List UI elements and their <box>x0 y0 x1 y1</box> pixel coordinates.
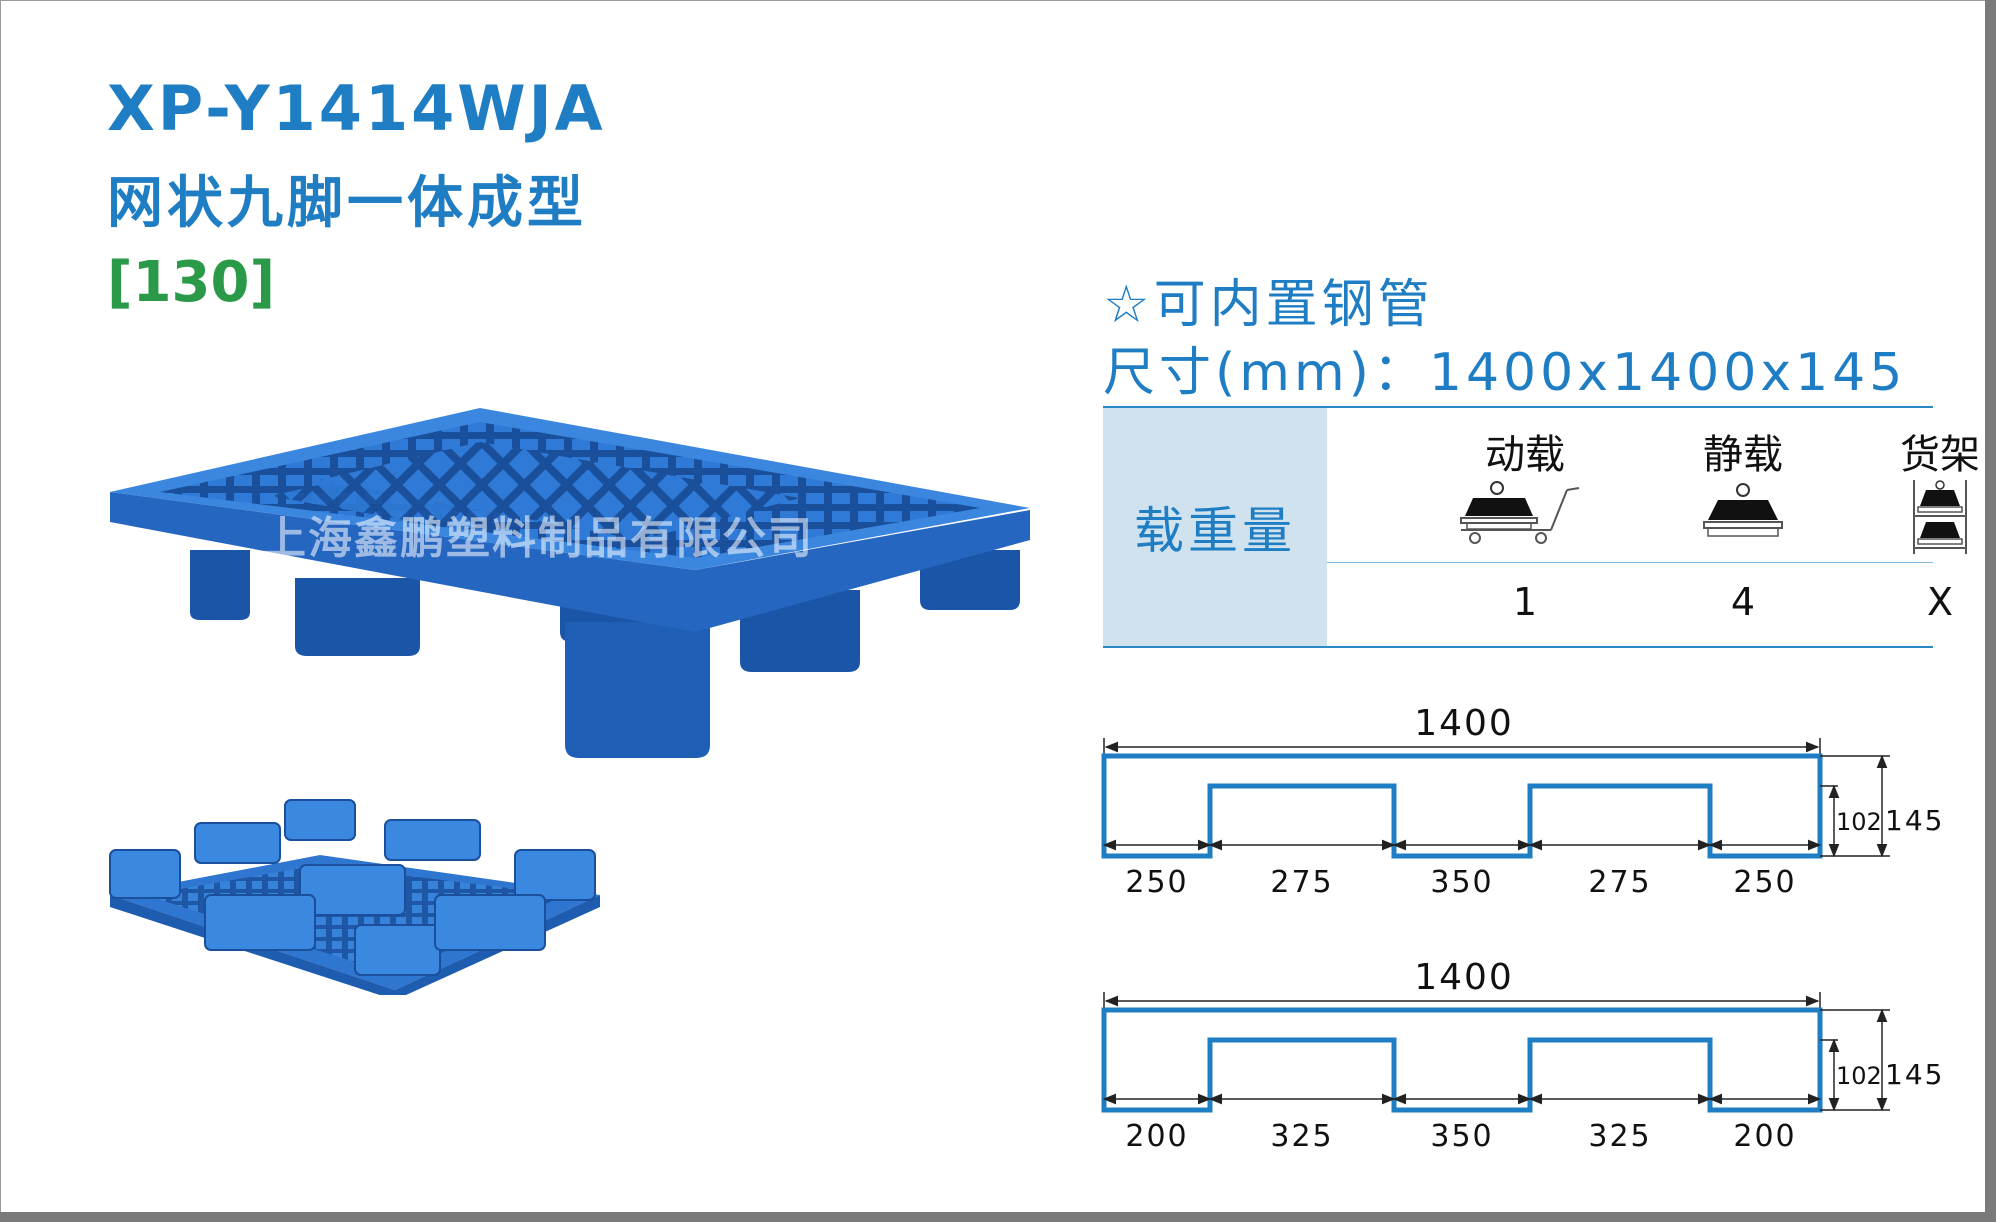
company-watermark: 上海鑫鹏塑料制品有限公司 <box>262 513 814 564</box>
rack-load-icon <box>1913 480 1967 554</box>
segment-label: 325 <box>1588 1119 1651 1154</box>
size-text: 尺寸(mm)：1400x1400x145 <box>1103 343 1907 403</box>
segment-label: 275 <box>1588 865 1651 900</box>
load-capacity-table: 载重量 动载 1 静载 4 货架 <box>1103 406 1980 648</box>
total-width-label: 1400 <box>1414 957 1514 998</box>
product-code: [130] <box>107 250 276 315</box>
segment-label: 350 <box>1430 865 1493 900</box>
pallet-bottom-image <box>109 799 600 995</box>
segment-label: 200 <box>1733 1119 1796 1154</box>
segment-label: 250 <box>1733 865 1796 900</box>
product-subtitle: 网状九脚一体成型 <box>107 171 587 236</box>
segment-label: 200 <box>1125 1119 1188 1154</box>
inner-height-label: 102 <box>1836 1062 1882 1090</box>
segment-label: 250 <box>1125 865 1188 900</box>
dimension-diagram-1: 1400 250 275 350 275 250 102 145 <box>1101 703 1944 900</box>
table-divider <box>1327 562 1933 563</box>
load-label: 静载 <box>1703 432 1783 478</box>
load-value: 1 <box>1512 580 1538 624</box>
load-label: 货架 <box>1900 432 1980 478</box>
total-width-label: 1400 <box>1414 703 1514 744</box>
segment-label: 350 <box>1430 1119 1493 1154</box>
frame-shadow-right <box>1985 0 1996 1222</box>
load-col-rack: 货架 X <box>1840 408 1996 646</box>
feature-text: ☆可内置钢管 <box>1103 275 1434 335</box>
static-load-icon <box>1703 483 1783 537</box>
total-height-label: 145 <box>1885 1058 1944 1091</box>
segment-label: 275 <box>1270 865 1333 900</box>
dynamic-load-icon <box>1460 481 1580 544</box>
product-model: XP-Y1414WJA <box>107 72 606 145</box>
total-height-label: 145 <box>1885 804 1944 837</box>
load-value: 4 <box>1730 580 1756 624</box>
pallet-main-image <box>110 408 1030 758</box>
segment-label: 325 <box>1270 1119 1333 1154</box>
load-table-header: 载重量 <box>1103 408 1327 646</box>
frame-shadow-bottom <box>0 1212 1996 1222</box>
load-col-static: 静载 4 <box>1643 408 1843 646</box>
dimension-diagram-2: 1400 200 325 350 325 200 102 145 <box>1101 957 1944 1154</box>
load-label: 动载 <box>1485 432 1565 478</box>
load-value: X <box>1926 580 1954 624</box>
inner-height-label: 102 <box>1836 808 1882 836</box>
load-col-dynamic: 动载 1 <box>1425 408 1625 646</box>
